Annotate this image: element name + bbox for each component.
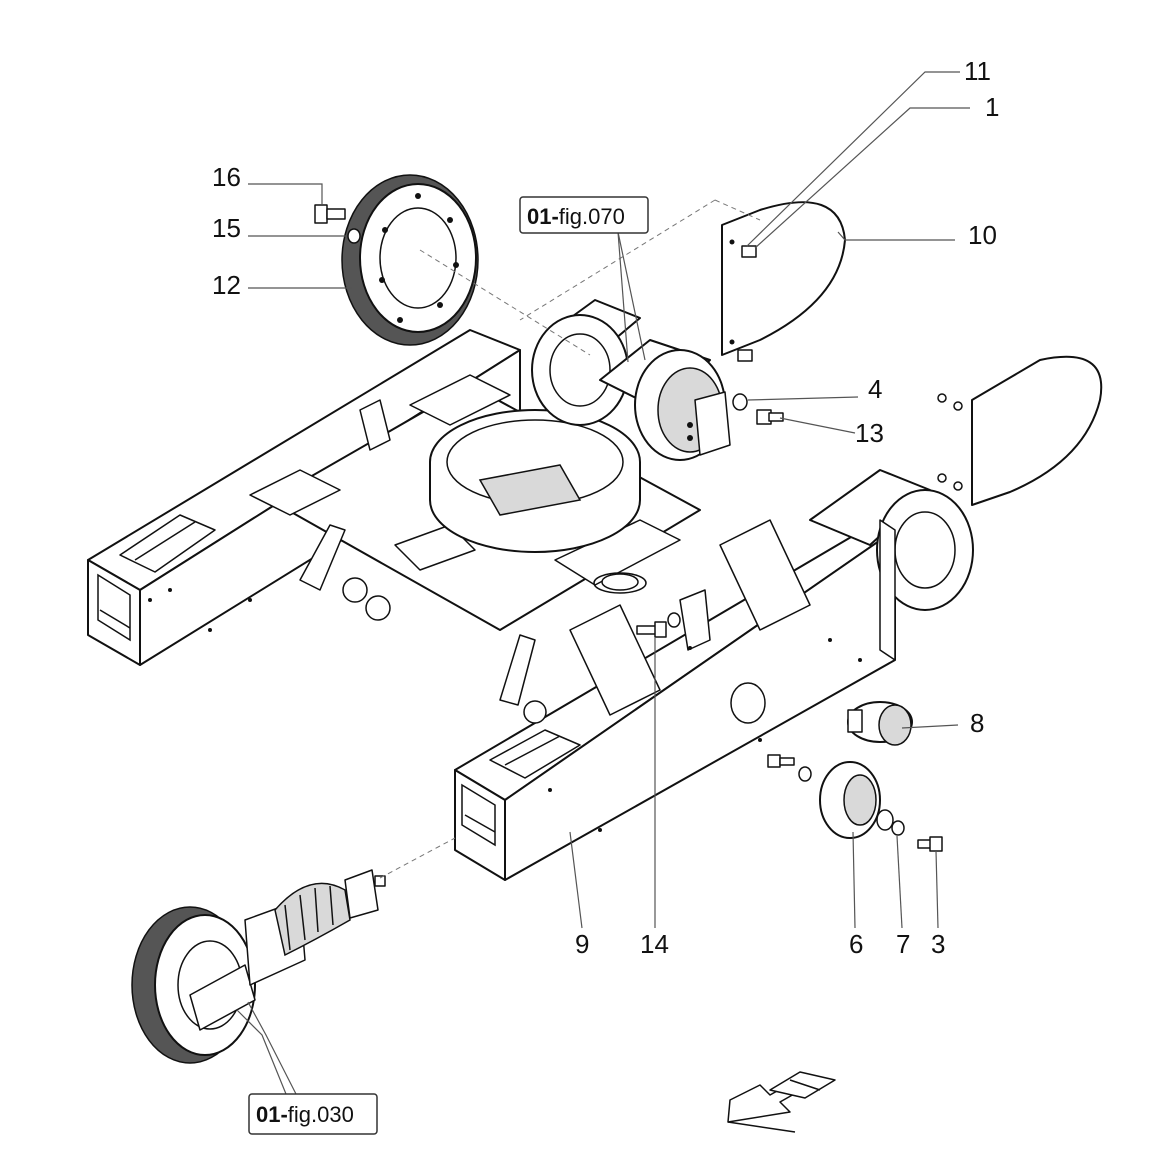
- figure-reference-030[interactable]: 01-fig.030: [248, 1093, 378, 1135]
- label-part-15: 15: [212, 213, 241, 243]
- cover-bolt-lower: [737, 349, 753, 362]
- label-part-1: 1: [985, 92, 999, 122]
- motor-bolt: [756, 409, 784, 425]
- label-part-11: 11: [964, 56, 991, 86]
- roller-bolt-b: [917, 836, 943, 852]
- roller-bolt-a: [767, 754, 795, 768]
- svg-text:01-fig.070: 01-fig.070: [527, 204, 625, 229]
- assembly-guide-lines: [379, 199, 761, 879]
- sprocket-wheel: [341, 174, 479, 346]
- label-part-10: 10: [968, 220, 997, 250]
- cover-bolt-upper: [741, 245, 757, 258]
- sprocket-bolt: [314, 204, 346, 224]
- label-part-3: 3: [931, 929, 945, 959]
- label-part-8: 8: [970, 708, 984, 738]
- label-part-14: 14: [640, 929, 669, 959]
- motor-washer: [732, 393, 748, 411]
- label-part-13: 13: [855, 418, 884, 448]
- track-roller-lower: [819, 761, 894, 839]
- roller-washer-a: [798, 766, 812, 782]
- cover-plate-upper: [721, 201, 846, 356]
- idler-assembly: [131, 869, 386, 1064]
- track-roller-upper: [847, 701, 913, 746]
- direction-arrow-icon: [727, 1071, 836, 1133]
- beam-bolt: [636, 612, 681, 638]
- label-part-16: 16: [212, 162, 241, 192]
- label-part-9: 9: [575, 929, 589, 959]
- figure-reference-070[interactable]: 01-fig.070: [519, 196, 649, 234]
- label-part-7: 7: [896, 929, 910, 959]
- travel-motor: [599, 339, 731, 461]
- beam-bolt-holes: [148, 588, 862, 832]
- svg-text:01-fig.030: 01-fig.030: [256, 1102, 354, 1127]
- label-part-12: 12: [212, 270, 241, 300]
- fig030-suffix: fig.030: [288, 1102, 354, 1127]
- fig070-prefix: 01-: [527, 204, 559, 229]
- sprocket-washer: [347, 228, 361, 244]
- label-part-4: 4: [868, 374, 882, 404]
- fig070-suffix: fig.070: [559, 204, 625, 229]
- leader-lines: [236, 71, 970, 1095]
- label-part-6: 6: [849, 929, 863, 959]
- roller-washer-b: [891, 820, 905, 836]
- undercarriage-frame: [87, 299, 974, 881]
- cover-plate-lower: [937, 355, 1103, 506]
- fig030-prefix: 01-: [256, 1102, 288, 1127]
